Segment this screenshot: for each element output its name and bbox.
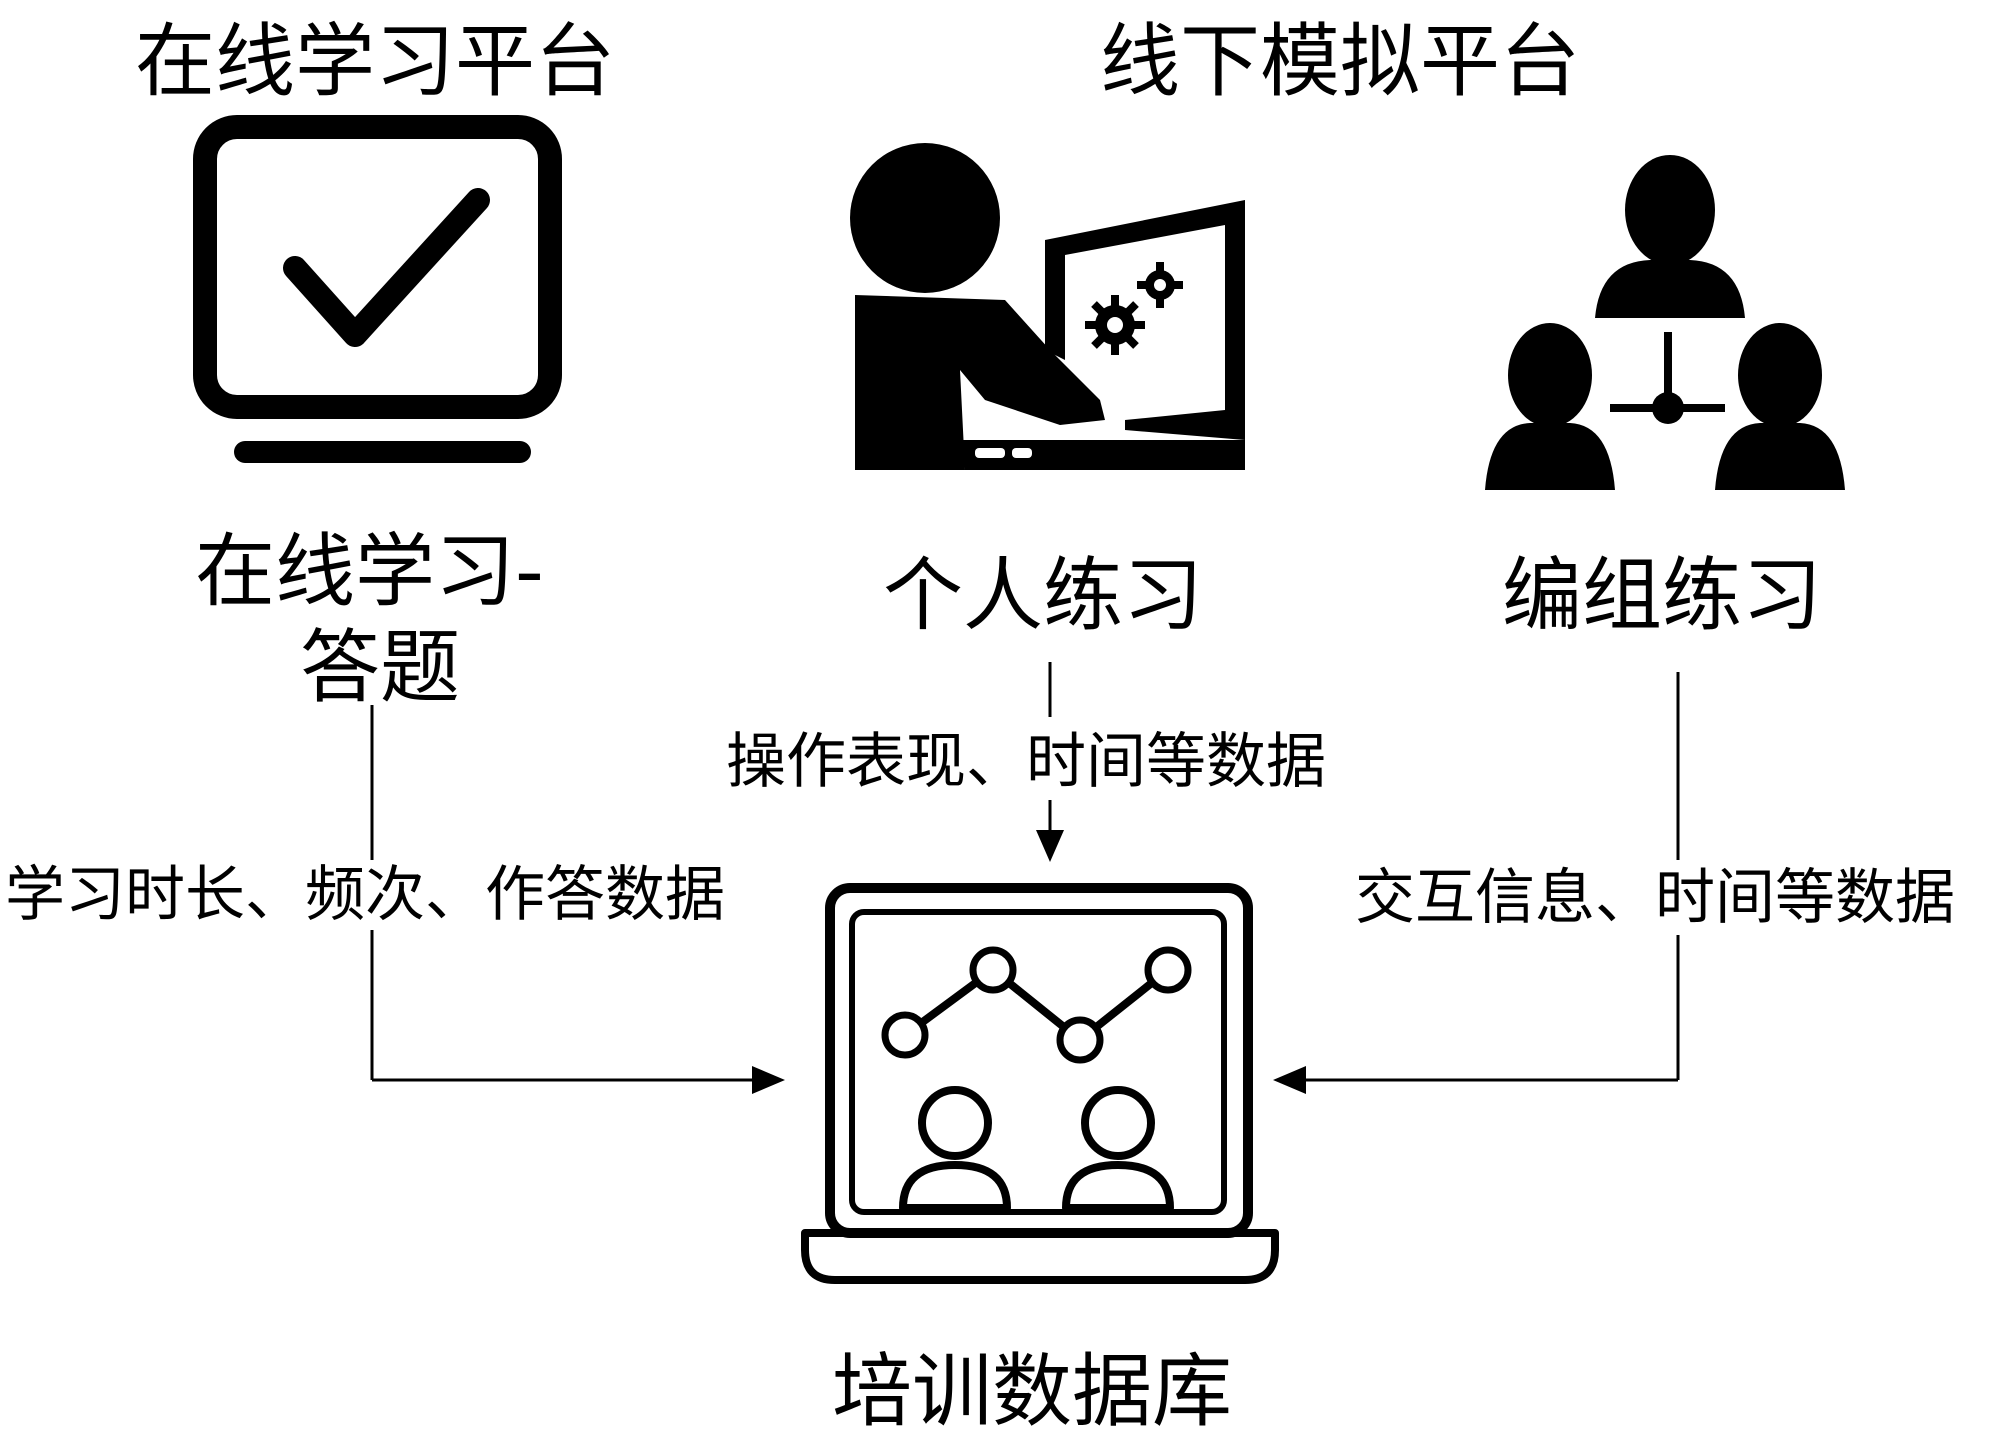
offline-platform-title: 线下模拟平台 — [1100, 15, 1580, 108]
personal-practice-label: 个人练习 — [883, 549, 1203, 642]
group-practice-label: 编组练习 — [1502, 549, 1822, 642]
training-db-label: 培训数据库 — [832, 1345, 1232, 1438]
online-edge-label: 学习时长、频次、作答数据 — [5, 860, 725, 930]
online-arrowhead — [752, 1066, 785, 1094]
group-edge-label: 交互信息、时间等数据 — [1355, 863, 1955, 933]
personal-edge-label: 操作表现、时间等数据 — [726, 727, 1326, 797]
online-platform-title: 在线学习平台 — [135, 15, 615, 108]
group-arrowhead — [1273, 1066, 1306, 1094]
online-quiz-label-line1: 在线学习- — [195, 525, 544, 618]
online-quiz-label-line2: 答题 — [300, 621, 460, 714]
personal-arrowhead — [1036, 830, 1064, 862]
